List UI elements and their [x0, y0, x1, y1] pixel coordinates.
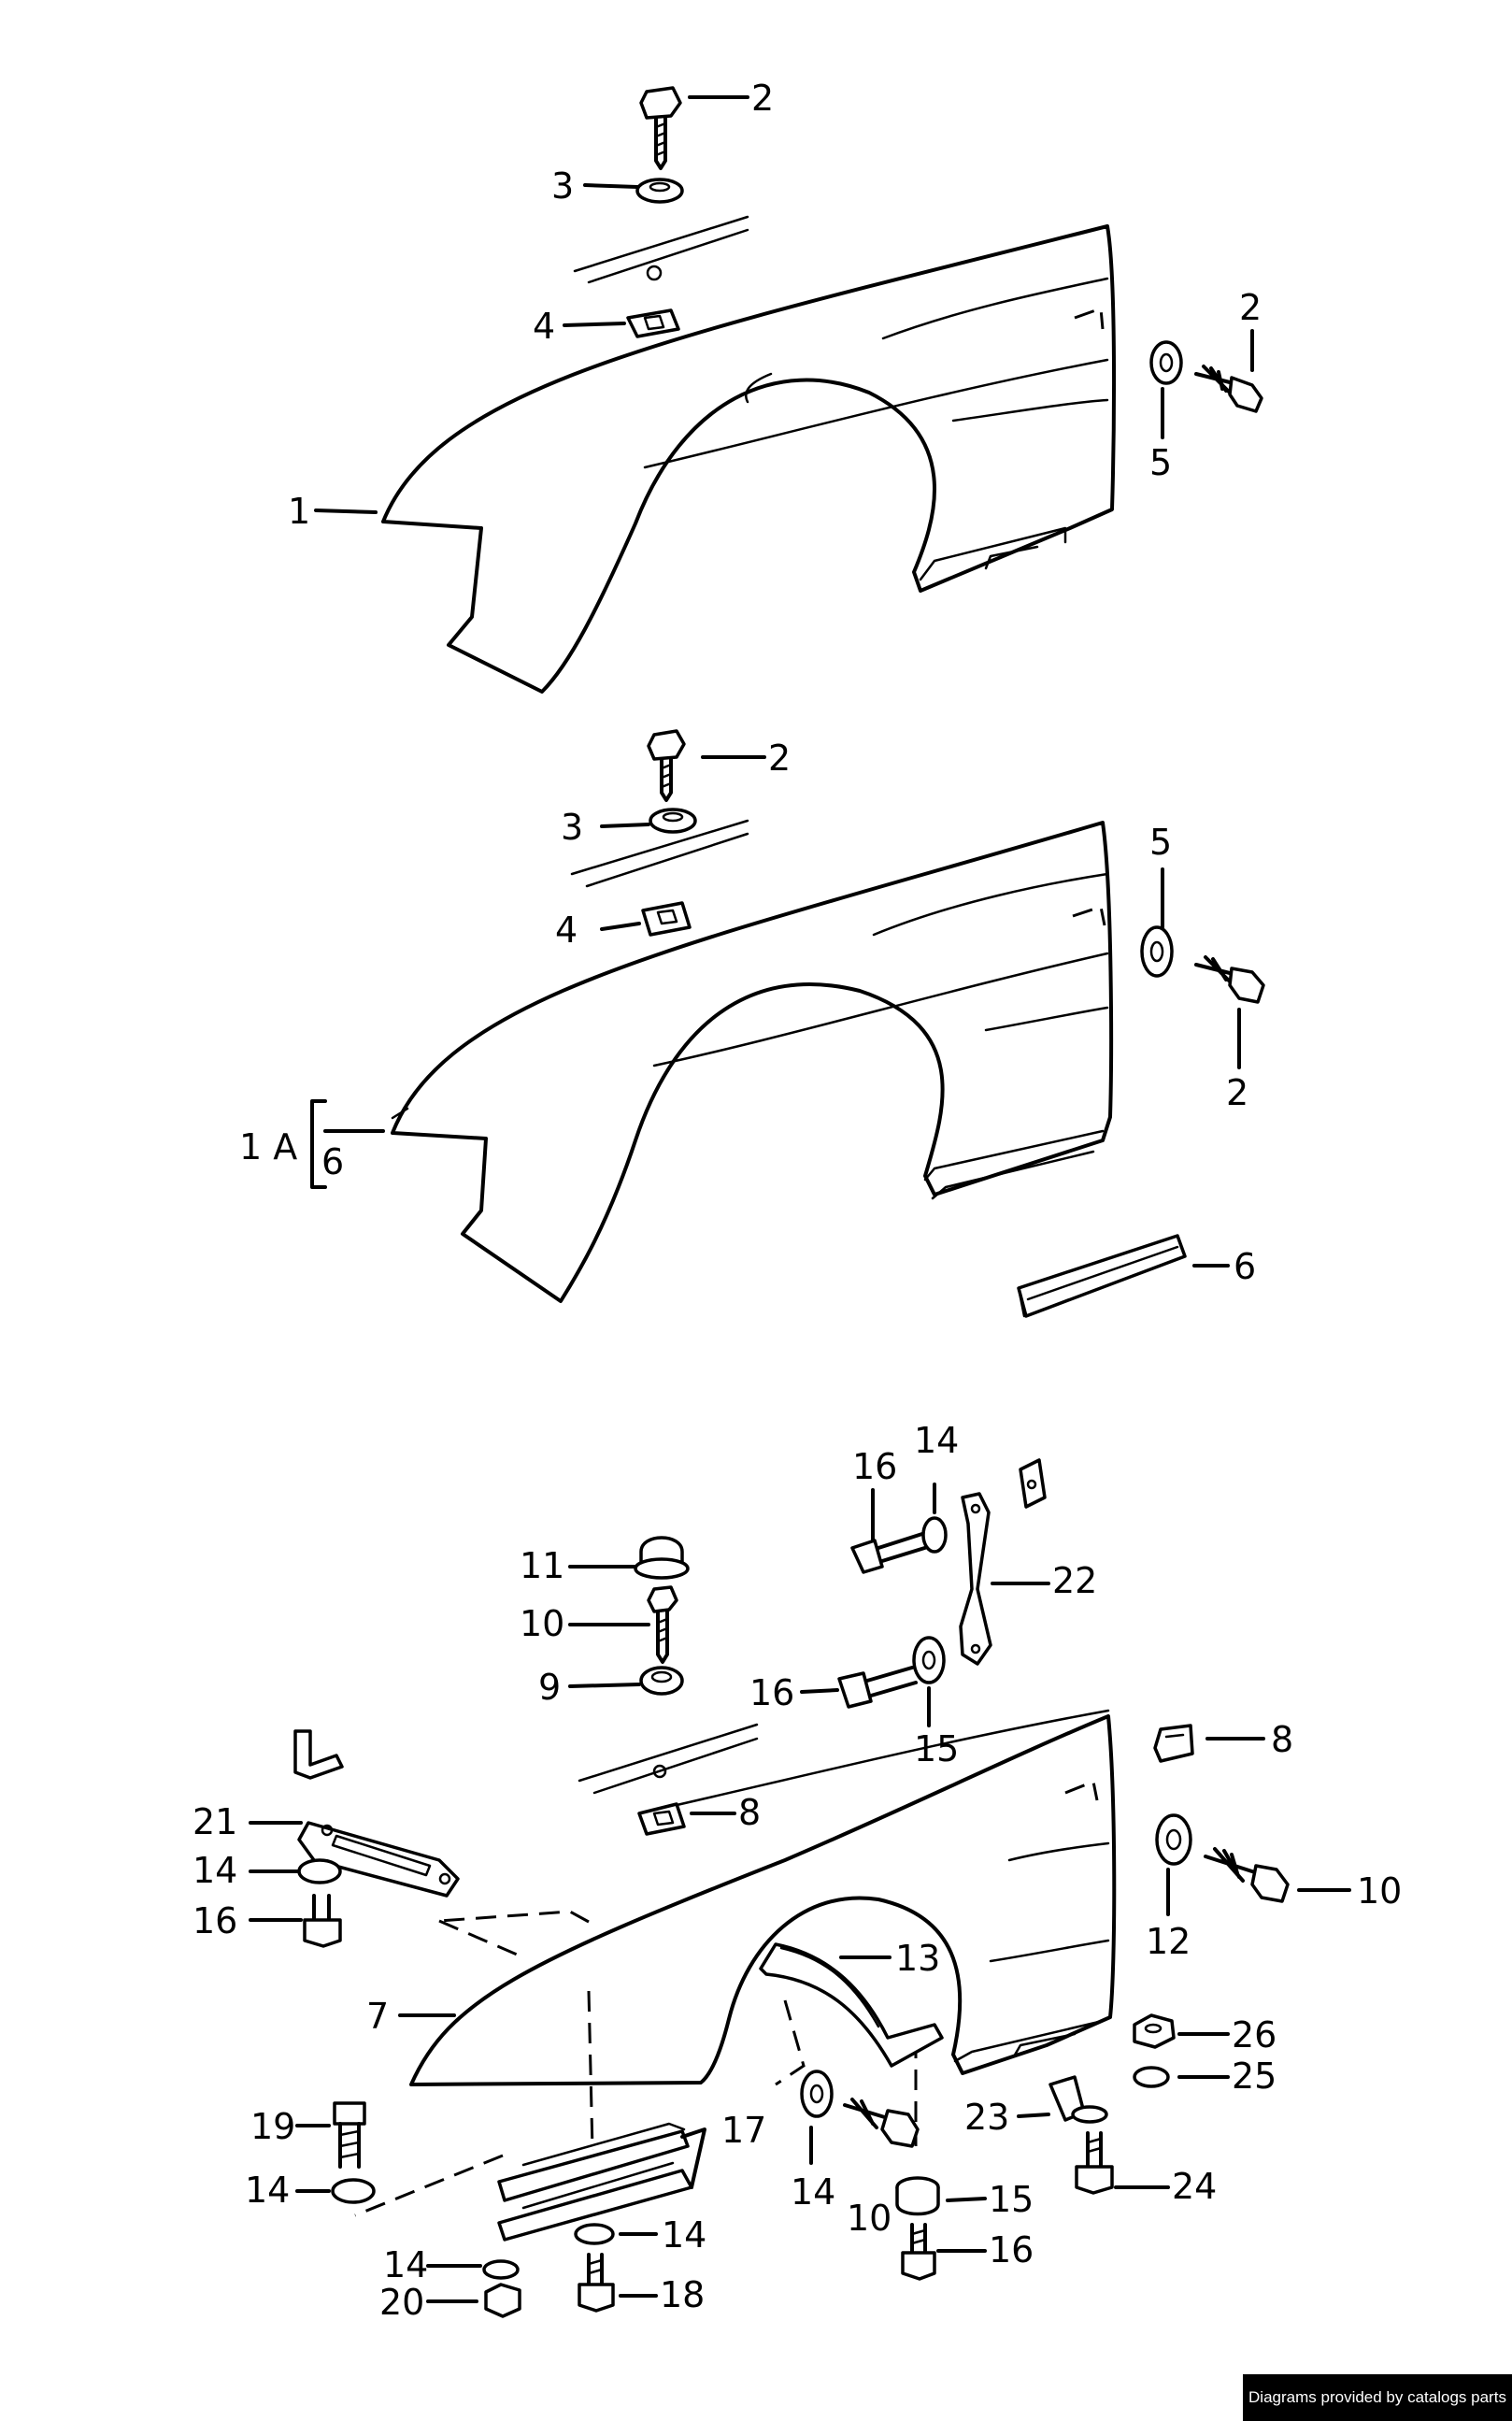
callout-16: 16: [193, 1900, 237, 1941]
corner-bracket-right: [1019, 1458, 1047, 1509]
callout-21: 21: [193, 1801, 237, 1842]
callout-6: 6: [321, 1141, 344, 1182]
callout-24: 24: [1172, 2166, 1217, 2207]
callout-1: 1: [288, 491, 310, 532]
callout-6: 6: [1234, 1246, 1256, 1287]
callout-14: 14: [383, 2244, 428, 2285]
callout-2: 2: [1226, 1072, 1248, 1113]
callout-1a: 1 A: [239, 1126, 297, 1168]
washer-15-upper: [912, 1636, 946, 1684]
washer-14-wheel: [800, 2070, 834, 2118]
bolt-24: [1075, 2131, 1114, 2195]
callout-20: 20: [379, 2282, 424, 2323]
callout-26: 26: [1232, 2014, 1277, 2056]
callout-2: 2: [768, 738, 791, 779]
bolt-16-left: [303, 1894, 342, 1948]
callout-10: 10: [1357, 1870, 1402, 1912]
callout-5: 5: [1149, 442, 1172, 483]
washer-3-mid: [649, 808, 697, 834]
callout-18: 18: [660, 2274, 705, 2315]
callout-9: 9: [538, 1667, 561, 1708]
callout-15: 15: [914, 1728, 959, 1769]
bolt-2-mid: [647, 729, 686, 802]
callout-10: 10: [847, 2198, 892, 2239]
screw-10-top: [647, 1585, 678, 1664]
bolt-16-upper: [850, 1531, 933, 1574]
trim-strip-6: [1017, 1234, 1187, 1318]
callout-19: 19: [250, 2106, 295, 2147]
callout-labels: 2 3 4 2 5 1 2 3 4 5 2 1 A 6 6 16 14 22 1…: [193, 78, 1402, 2323]
credit-badge: Diagrams provided by catalogs parts: [1243, 2374, 1512, 2421]
callout-15: 15: [989, 2179, 1034, 2220]
clip-nut-4-mid: [641, 901, 692, 937]
plate-23: [1048, 2075, 1108, 2124]
washer-25: [1133, 2066, 1170, 2088]
corner-bracket-left: [293, 1729, 344, 1780]
leader-lines: [249, 95, 1351, 2303]
callout-4: 4: [533, 306, 555, 347]
callout-17: 17: [721, 2110, 766, 2151]
washer-3-top: [635, 178, 684, 204]
clip-nut-8-mid: [637, 1802, 686, 1836]
washer-14-bottom-left: [482, 2259, 520, 2280]
callout-23: 23: [964, 2097, 1009, 2138]
screw-10-right: [1204, 1847, 1290, 1903]
callout-8: 8: [1271, 1719, 1293, 1760]
callout-16: 16: [989, 2229, 1034, 2271]
callout-14: 14: [914, 1420, 959, 1461]
screw-2-right-top: [1194, 365, 1263, 413]
callout-5: 5: [1149, 822, 1172, 863]
callout-16: 16: [749, 1672, 794, 1713]
callout-2: 2: [1239, 287, 1262, 328]
washer-14-upper: [921, 1516, 948, 1554]
washer-5-right-top: [1149, 340, 1183, 385]
bracket-13: [759, 1942, 944, 2068]
callout-12: 12: [1146, 1921, 1191, 1962]
fender-7: [293, 1458, 1290, 2318]
bolt-18: [578, 2253, 615, 2313]
bolt-16-bottom: [901, 2223, 936, 2281]
fender-1: [381, 86, 1263, 694]
grommet-15-bottom: [895, 2176, 940, 2216]
callout-22: 22: [1052, 1560, 1097, 1601]
clip-nut-8-right: [1153, 1724, 1194, 1763]
support-21: [297, 1821, 460, 1898]
cap-11: [634, 1536, 690, 1580]
clip-nut-4-top: [626, 308, 680, 338]
callout-10: 10: [520, 1603, 564, 1644]
grommet-9: [639, 1666, 684, 1696]
callout-14: 14: [662, 2214, 706, 2256]
washer-14-lower-left: [331, 2178, 376, 2204]
bolt-16-mid: [837, 1666, 918, 1709]
screw-2-mid: [1194, 955, 1265, 1004]
callout-16: 16: [852, 1446, 897, 1487]
callout-3: 3: [561, 807, 583, 848]
bolt-19: [333, 2101, 366, 2169]
callout-8: 8: [738, 1792, 761, 1833]
nut-20: [484, 2283, 521, 2318]
washer-14-left: [297, 1858, 342, 1884]
bolt-2-top: [639, 86, 682, 170]
grommet-12: [1155, 1813, 1192, 1866]
callout-13: 13: [895, 1938, 940, 1979]
fender-1a: [310, 729, 1265, 1318]
bracket-22: [959, 1492, 992, 1666]
callout-14: 14: [245, 2170, 290, 2211]
callout-11: 11: [520, 1545, 564, 1586]
nut-26: [1133, 2013, 1176, 2049]
screw-10-wheel: [843, 2098, 920, 2148]
callout-4: 4: [555, 910, 578, 951]
callout-3: 3: [551, 165, 574, 207]
callout-14: 14: [791, 2171, 835, 2213]
callout-14: 14: [193, 1850, 237, 1891]
callout-2: 2: [751, 78, 774, 119]
callout-25: 25: [1232, 2056, 1277, 2097]
group-bracket: [310, 1099, 327, 1189]
washer-14-bottom-center: [574, 2223, 615, 2245]
callout-7: 7: [366, 1996, 389, 2037]
washer-5-mid: [1140, 925, 1174, 978]
